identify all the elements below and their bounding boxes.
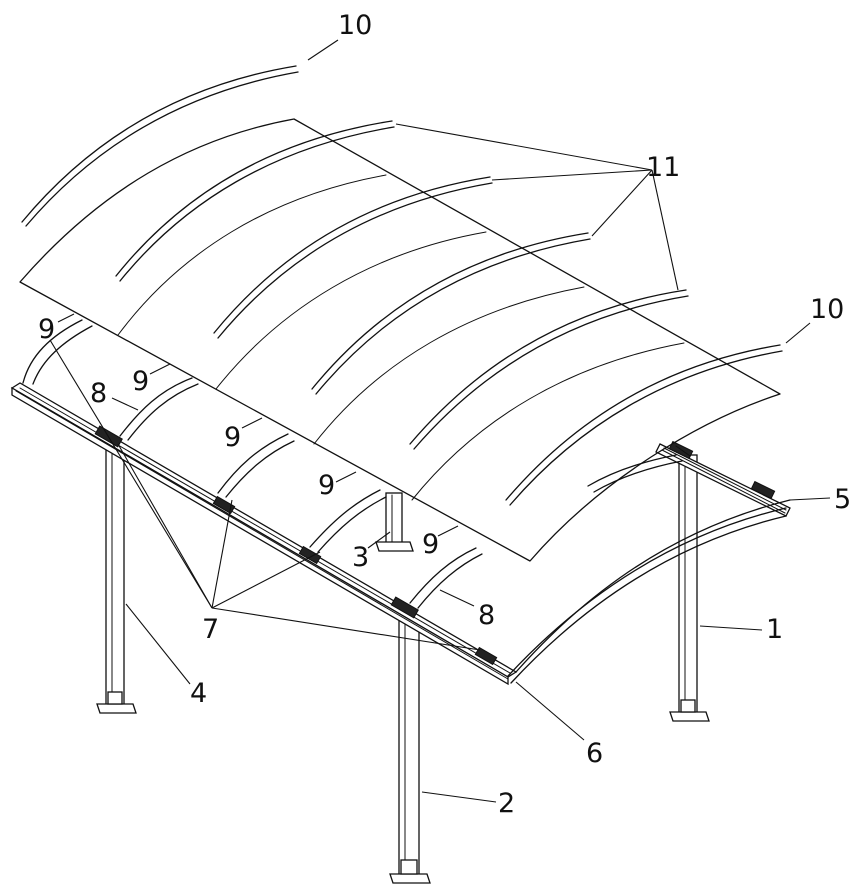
label-8-b: 8 bbox=[478, 600, 495, 631]
label-9-d: 9 bbox=[318, 470, 335, 501]
cap-strip-11-d bbox=[409, 289, 689, 450]
label-9-a: 9 bbox=[38, 314, 55, 345]
label-9-e: 9 bbox=[422, 529, 439, 560]
label-10-right: 10 bbox=[810, 294, 844, 325]
label-2: 2 bbox=[498, 788, 515, 819]
label-3: 3 bbox=[352, 542, 369, 573]
leader-lines bbox=[49, 39, 831, 803]
label-8-a: 8 bbox=[90, 378, 107, 409]
cap-strip-11-b bbox=[213, 176, 493, 339]
part-labels: 10 11 10 9 9 8 9 9 9 5 3 8 7 1 4 6 2 bbox=[38, 10, 851, 819]
label-11: 11 bbox=[646, 152, 680, 183]
cap-strip-11-a bbox=[115, 120, 395, 282]
label-7: 7 bbox=[202, 614, 219, 645]
label-6: 6 bbox=[586, 738, 603, 769]
post-1 bbox=[669, 454, 710, 722]
post-4 bbox=[96, 446, 137, 714]
cap-strips bbox=[21, 65, 783, 506]
post-2 bbox=[389, 617, 431, 884]
label-5: 5 bbox=[834, 484, 851, 515]
label-10-top: 10 bbox=[338, 10, 372, 41]
post-3 bbox=[375, 492, 414, 552]
label-1: 1 bbox=[766, 614, 783, 645]
frame bbox=[10, 319, 791, 686]
cap-strip-10-front bbox=[505, 344, 783, 506]
label-9-b: 9 bbox=[132, 366, 149, 397]
label-4: 4 bbox=[190, 678, 207, 709]
roof-panel bbox=[19, 118, 781, 562]
label-9-c: 9 bbox=[224, 422, 241, 453]
cap-strip-10-rear bbox=[21, 65, 299, 227]
cap-strip-11-c bbox=[311, 232, 591, 395]
